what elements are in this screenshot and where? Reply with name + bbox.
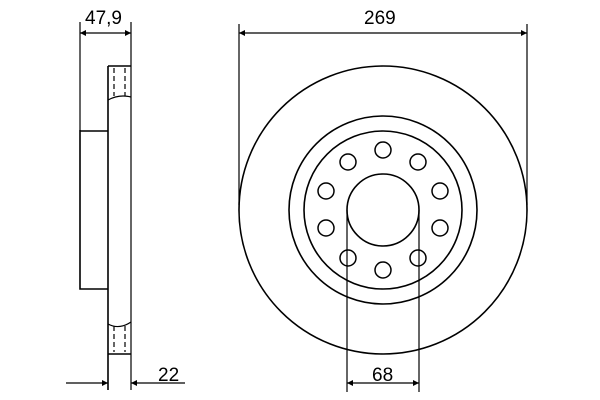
- center-bore-circle: [346, 173, 420, 247]
- hat-inner-circle: [303, 130, 463, 290]
- side-view: [66, 22, 185, 390]
- dimension-label-22: 22: [158, 365, 180, 386]
- dimension-label-269: 269: [364, 8, 396, 29]
- hat-outer-circle: [288, 115, 478, 305]
- dimension-label-68: 68: [372, 365, 394, 386]
- bolt-holes: [317, 141, 449, 279]
- dimension-label-47-9: 47,9: [85, 8, 122, 29]
- outer-disc-circle: [238, 65, 528, 355]
- front-view: [238, 24, 528, 392]
